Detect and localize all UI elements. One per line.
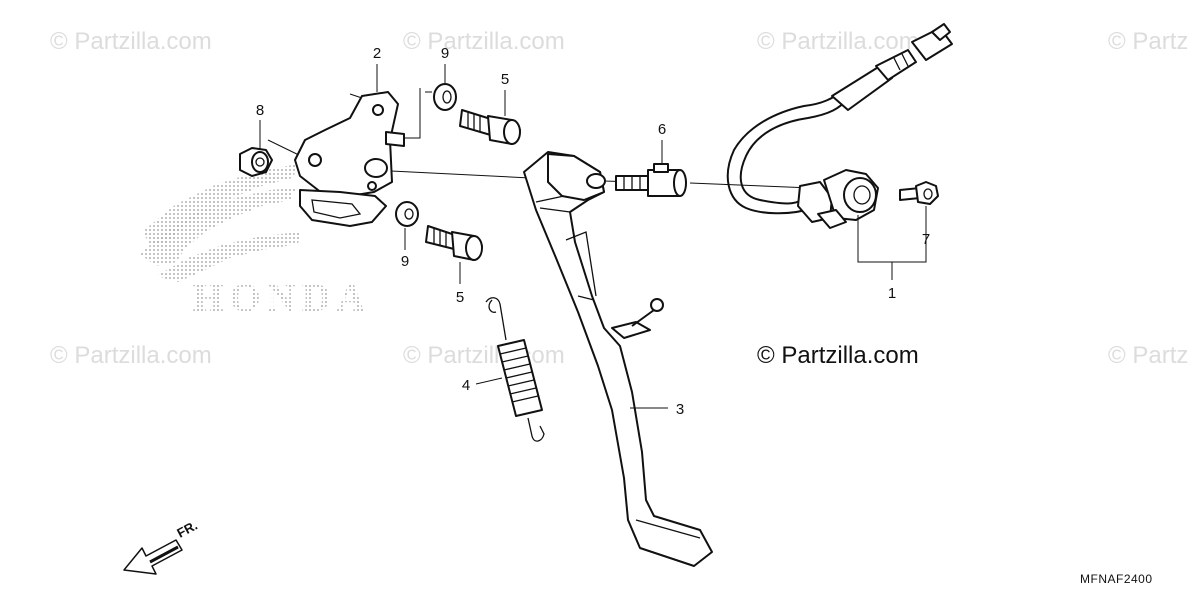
side-stand-switch-part-1 [726,23,953,229]
callout-7: 7 [922,231,930,248]
callout-3: 3 [676,401,684,418]
leader-lines [259,64,927,409]
watermark: © Partzilla.com [403,28,565,55]
watermark: © Partzilla.com [50,28,212,55]
washer-part-9-upper [433,83,457,111]
callout-2: 2 [373,45,381,62]
callout-1: 1 [888,285,896,302]
watermark: © Partz [1108,342,1189,369]
callout-4: 4 [462,377,470,394]
callout-9-lower: 9 [401,253,409,270]
watermark: © Partzilla.com [403,342,565,369]
watermark: © Partzilla.com [50,342,212,369]
callout-9-upper: 9 [441,45,449,62]
spring-part-4 [485,297,545,442]
bolt-part-5-upper [459,109,521,145]
bolt-part-5-lower [425,225,483,261]
washer-part-9-lower [395,201,419,227]
bracket-part-2 [294,91,405,227]
bolt-part-7 [899,181,939,205]
front-direction-label: FR. [174,518,200,541]
callout-5-upper: 5 [501,71,509,88]
honda-logo-text: HONDA [193,275,372,320]
side-stand-part-3 [523,151,713,567]
watermark: © Partz [1108,28,1189,55]
diagram-code: MFNAF2400 [1080,572,1153,586]
pivot-bolt-part-6 [615,163,687,197]
callout-5-lower: 5 [456,289,464,306]
callout-6: 6 [658,121,666,138]
watermark-main: © Partzilla.com [757,342,919,369]
nut-part-8 [239,147,273,177]
front-direction-arrow: FR. [123,518,200,575]
watermark: © Partzilla.com [757,28,919,55]
callout-8: 8 [256,102,264,119]
honda-wing-logo: HONDA [140,164,372,320]
